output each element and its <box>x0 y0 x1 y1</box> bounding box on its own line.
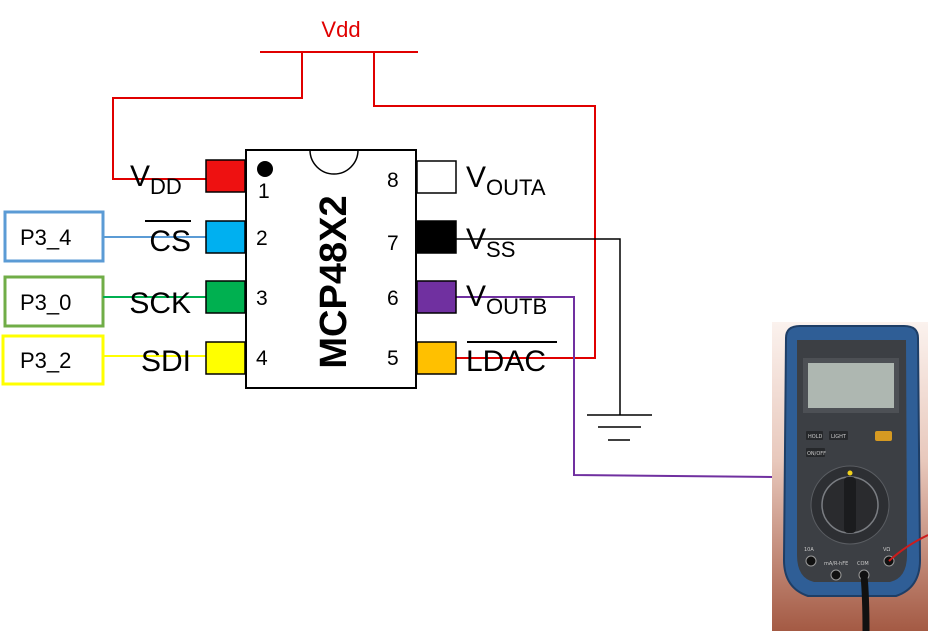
pin-pad <box>205 341 246 375</box>
port-p3-2: P3_2 <box>1 334 206 386</box>
pin-label: LDAC <box>466 345 546 378</box>
vdd-wire-ldac <box>373 52 596 359</box>
pin-number: 6 <box>387 287 399 310</box>
pin-label: SCK <box>129 287 191 320</box>
pin-pad <box>416 280 457 314</box>
pin-number: 4 <box>256 347 268 370</box>
pin-3: 3 SCK <box>129 280 268 320</box>
port-p3-0: P3_0 <box>3 275 206 328</box>
lcd-screen <box>808 363 894 408</box>
jack-com-label: COM <box>857 561 869 567</box>
pin-7: 7 VSS <box>387 220 515 262</box>
light-button <box>829 431 848 440</box>
multimeter-icon: HOLD LIGHT ON/OFF 10A mA/R-hFE COM VΩ <box>772 322 928 631</box>
jack-v-label: VΩ <box>883 547 890 553</box>
vdd-label: Vdd <box>321 17 360 42</box>
pin-2: 2 CS <box>145 220 268 258</box>
hold-button-label: HOLD <box>808 434 822 440</box>
port-label: P3_0 <box>20 290 71 315</box>
hfe-socket <box>875 431 892 441</box>
port-p3-4: P3_4 <box>3 210 206 263</box>
jack-10a-label: 10A <box>804 547 814 553</box>
v-lead <box>888 534 928 562</box>
port-label: P3_2 <box>20 348 71 373</box>
jack-10a <box>805 555 817 567</box>
pin-label: VOUTB <box>466 280 547 319</box>
pin-label: SDI <box>141 345 191 378</box>
pin-number: 3 <box>256 287 268 310</box>
pin-label: VOUTA <box>466 161 546 200</box>
chip-package: MCP48X2 <box>245 149 417 389</box>
com-lead <box>860 574 870 631</box>
light-button-label: LIGHT <box>831 434 847 440</box>
vdd-wire-pin1 <box>112 52 303 180</box>
jack-ma <box>830 569 842 581</box>
voutb-wire <box>456 296 774 478</box>
vdd-supply: Vdd <box>260 17 418 53</box>
pin-number: 5 <box>387 347 399 370</box>
chip-notch <box>309 149 359 175</box>
pin-label: VSS <box>466 223 515 262</box>
power-button <box>806 448 825 457</box>
pin-number: 7 <box>387 232 399 255</box>
port-label: P3_4 <box>20 225 71 250</box>
selector-grip <box>844 477 856 533</box>
pin-5: 5 LDAC <box>387 341 557 378</box>
pin1-dot <box>257 161 273 177</box>
pin-pad <box>205 220 246 254</box>
jack-ma-label: mA/R-hFE <box>824 561 848 567</box>
hold-button <box>806 431 823 440</box>
pin-label: VDD <box>130 160 182 199</box>
vss-ground-wire <box>456 238 621 415</box>
pin-6: 6 VOUTB <box>387 280 547 319</box>
pin-number: 1 <box>258 180 270 203</box>
pin-pad <box>416 341 457 375</box>
pin-8: 8 VOUTA <box>387 160 546 200</box>
pin-number: 2 <box>256 227 268 250</box>
pin-pad <box>416 160 457 194</box>
pin-pad <box>205 159 246 193</box>
selector-indicator <box>847 470 853 476</box>
ground-symbol <box>587 414 652 441</box>
pin-pad <box>205 280 246 314</box>
pin-label: CS <box>149 225 191 258</box>
pin-pad <box>416 220 457 254</box>
pin-1: 1 VDD <box>130 159 270 203</box>
chip-name: MCP48X2 <box>313 195 355 368</box>
pin-number: 8 <box>387 169 399 192</box>
pin-4: 4 SDI <box>141 341 268 378</box>
power-button-label: ON/OFF <box>807 451 826 457</box>
